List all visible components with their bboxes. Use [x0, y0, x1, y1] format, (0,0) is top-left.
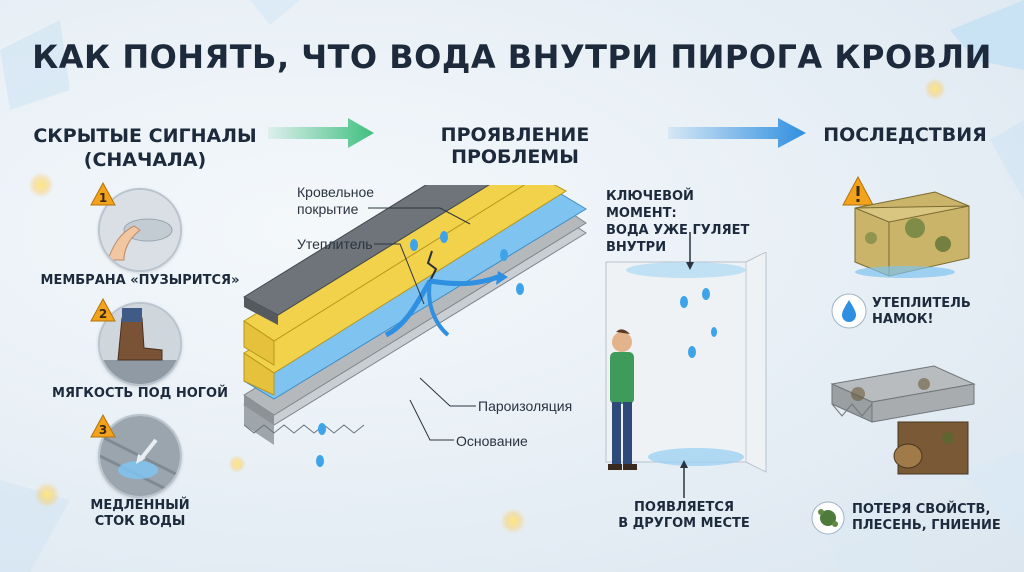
- sparkle: [228, 455, 246, 473]
- water-drop-icon: [831, 293, 867, 329]
- column-consequences: ПОСЛЕДСТВИЯ: [823, 124, 987, 146]
- layer-label-base: Основание: [456, 433, 528, 449]
- key-moment-text: КЛЮЧЕВОЙ МОМЕНТ: ВОДА УЖЕ ГУЛЯЕТ ВНУТРИ: [606, 189, 750, 255]
- rotting-structure: [830, 365, 976, 475]
- consequence-label: ПОТЕРЯ СВОЙСТВ, ПЛЕСЕНЬ, ГНИЕНИЕ: [852, 502, 1001, 533]
- room-scene: [605, 252, 767, 473]
- column-hidden-signals: СКРЫТЫЕ СИГНАЛЫ (СНАЧАЛА): [33, 125, 257, 171]
- layer-label-vapor: Пароизоляция: [478, 398, 573, 414]
- arrow-green-icon: [268, 118, 374, 148]
- sparkle: [28, 172, 54, 198]
- slow-drain-illustration: [98, 414, 182, 498]
- signal-label: МЯГКОСТЬ ПОД НОГОЙ: [52, 386, 228, 401]
- mold-icon: [811, 501, 845, 535]
- layer-label-insulation: Утеплитель: [297, 236, 373, 252]
- svg-text:3: 3: [99, 423, 107, 437]
- arrow-blue-icon: [668, 118, 806, 148]
- appears-arrow-icon: [680, 460, 688, 498]
- column-manifestation: ПРОЯВЛЕНИЕ ПРОБЛЕМЫ: [440, 124, 590, 168]
- page-title: КАК ПОНЯТЬ, ЧТО ВОДА ВНУТРИ ПИРОГА КРОВЛ…: [32, 38, 992, 76]
- warning-badge-icon: 1: [90, 182, 116, 206]
- warning-badge-icon: [842, 176, 874, 206]
- warning-badge-icon: 3: [90, 414, 116, 438]
- svg-text:2: 2: [99, 307, 107, 321]
- sparkle: [34, 482, 60, 508]
- signal-label: МЕМБРАНА «ПУЗЫРИТСЯ»: [40, 273, 240, 288]
- key-moment-arrow-icon: [686, 232, 694, 270]
- wet-insulation-block: [854, 191, 970, 278]
- sparkle: [500, 508, 526, 534]
- sparkle: [924, 78, 946, 100]
- roof-cross-section: [242, 185, 587, 467]
- signal-label: МЕДЛЕННЫЙ СТОК ВОДЫ: [90, 498, 190, 529]
- consequence-label: УТЕПЛИТЕЛЬ НАМОК!: [872, 296, 971, 327]
- soft-step-illustration: [98, 302, 182, 386]
- layer-label-roofing: Кровельное покрытие: [297, 184, 375, 217]
- appears-elsewhere-text: ПОЯВЛЯЕТСЯ В ДРУГОМ МЕСТЕ: [618, 500, 750, 531]
- warning-badge-icon: 2: [90, 298, 116, 322]
- svg-text:1: 1: [99, 191, 107, 205]
